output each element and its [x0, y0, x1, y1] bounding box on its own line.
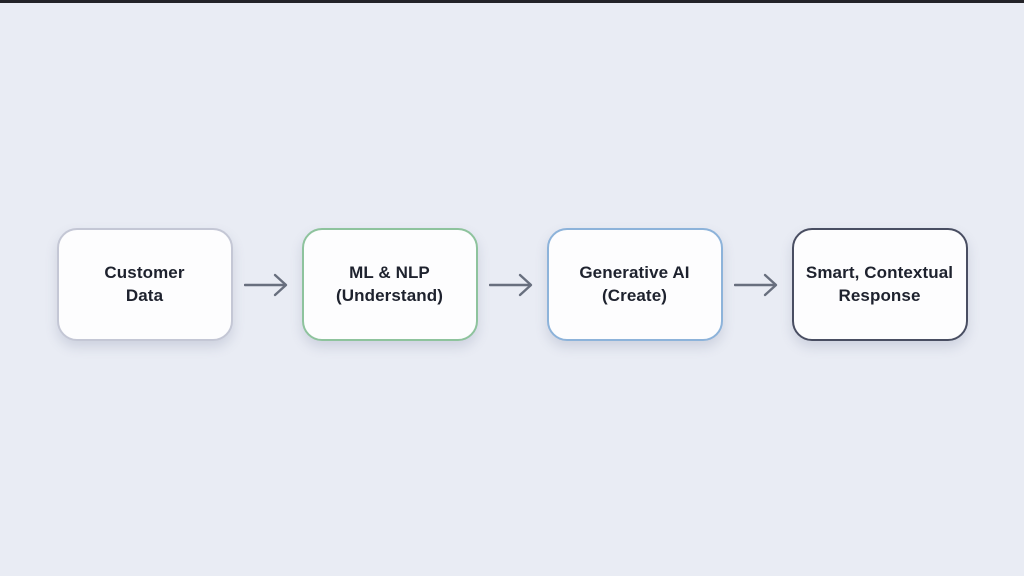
top-letterbox-strip	[0, 0, 1024, 3]
node-label: Smart, Contextual	[805, 263, 954, 283]
node-label: Data	[125, 285, 164, 305]
flow-node-smart-response: Smart, Contextual Response	[791, 228, 968, 341]
node-label: Customer	[104, 263, 185, 283]
right-arrow-icon	[233, 272, 302, 298]
node-label: (Create)	[601, 285, 668, 305]
right-arrow-icon	[478, 272, 547, 298]
flow-node-ml-nlp: ML & NLP (Understand)	[301, 228, 478, 341]
node-label: (Understand)	[336, 285, 443, 305]
process-flow: Customer Data ML & NLP (Understand) Gene…	[0, 228, 1024, 341]
node-label: Response	[838, 285, 921, 305]
flow-node-customer-data: Customer Data	[56, 228, 233, 341]
right-arrow-icon	[723, 272, 792, 298]
node-label: Generative AI	[579, 263, 690, 283]
node-label: ML & NLP	[349, 263, 430, 283]
flow-node-generative-ai: Generative AI (Create)	[546, 228, 723, 341]
